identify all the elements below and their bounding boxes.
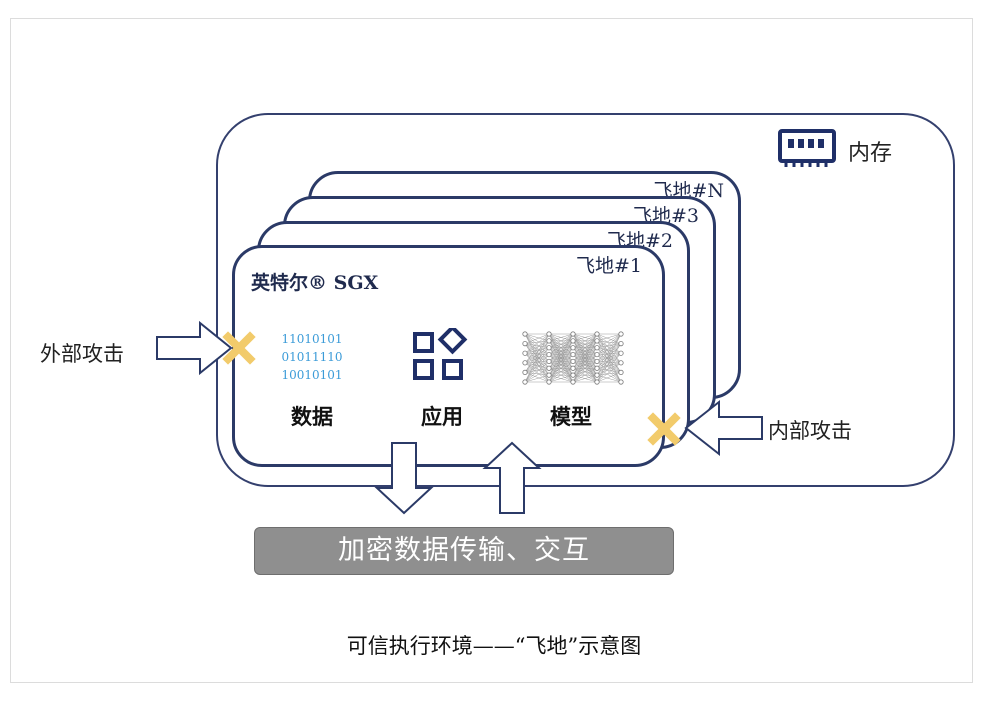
binary-line: 01011110: [281, 350, 343, 364]
neural-node: [570, 358, 576, 365]
neural-node: [546, 345, 552, 351]
neural-network-icon: [522, 331, 624, 385]
neural-node: [522, 369, 528, 376]
neural-node: [594, 365, 600, 371]
data-out-arrow: [374, 442, 434, 515]
neural-node: [546, 379, 552, 385]
sgx-label: 英特尔® SGX: [251, 272, 379, 294]
neural-node: [594, 351, 600, 358]
neural-node: [594, 338, 600, 344]
model-label: 模型: [550, 404, 592, 429]
neural-node: [618, 360, 624, 366]
neural-node: [570, 338, 576, 344]
memory-chip-icon: [778, 129, 836, 167]
neural-node: [570, 365, 576, 371]
neural-node: [618, 379, 624, 385]
neural-node: [522, 360, 528, 366]
app-grid-icon: [413, 328, 468, 380]
neural-node: [570, 351, 576, 358]
neural-node: [546, 372, 552, 378]
enclave-1-label: 飞地#1: [575, 255, 642, 277]
neural-node: [618, 369, 624, 376]
neural-node: [546, 358, 552, 365]
neural-node: [618, 350, 624, 356]
enclave-1: 飞地#1 英特尔® SGX 11010101 01011110 10010101…: [232, 245, 665, 467]
app-label: 应用: [421, 404, 463, 429]
neural-node: [522, 350, 528, 356]
memory-label: 内存: [848, 141, 893, 166]
encrypted-transfer-bar: 加密数据传输、交互: [254, 527, 674, 575]
neural-node: [546, 331, 552, 337]
neural-node: [618, 331, 624, 337]
neural-node: [522, 379, 528, 385]
internal-attack-label: 内部攻击: [768, 419, 852, 443]
neural-node: [546, 351, 552, 358]
external-attack-arrow: [156, 320, 233, 376]
neural-node: [570, 372, 576, 378]
figure-border: [10, 18, 973, 683]
data-in-arrow: [482, 441, 542, 514]
transfer-label: 加密数据传输、交互: [338, 535, 590, 566]
neural-node: [618, 341, 624, 347]
neural-node: [594, 379, 600, 385]
internal-attack-arrow: [684, 399, 763, 457]
neural-node: [570, 379, 576, 385]
neural-node: [594, 345, 600, 351]
neural-node: [570, 345, 576, 351]
neural-node: [594, 331, 600, 337]
neural-node: [594, 372, 600, 378]
binary-line: 10010101: [281, 368, 343, 382]
data-label: 数据: [291, 404, 333, 429]
neural-node: [522, 331, 528, 337]
neural-node: [594, 358, 600, 365]
neural-node: [570, 331, 576, 337]
neural-node: [546, 338, 552, 344]
internal-blocked-x-icon: [647, 412, 681, 446]
binary-data-icon: 11010101 01011110 10010101: [277, 330, 347, 384]
neural-node: [522, 341, 528, 347]
binary-line: 11010101: [281, 332, 343, 346]
figure-caption: 可信执行环境——“飞地”示意图: [346, 634, 642, 658]
external-blocked-x-icon: [222, 331, 256, 365]
external-attack-label: 外部攻击: [40, 342, 124, 366]
neural-node: [546, 365, 552, 371]
